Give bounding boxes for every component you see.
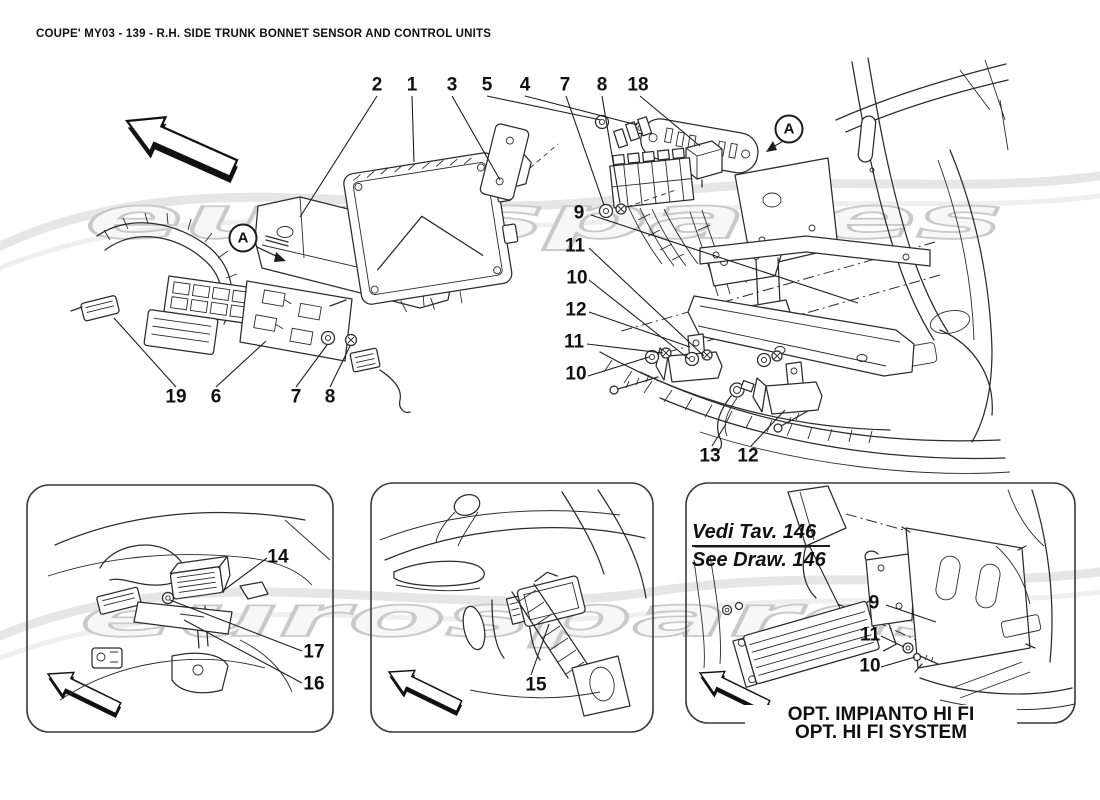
panel1-border	[26, 484, 334, 733]
callout-7[interactable]: 7	[290, 386, 302, 408]
direction-arrow-panel2	[387, 669, 463, 716]
leader-lines	[113, 95, 937, 684]
cross-reference-note: Vedi Tav. 146 See Draw. 146	[692, 521, 831, 571]
view-reference-A: A	[774, 114, 804, 144]
callout-7[interactable]: 7	[559, 74, 571, 96]
bracket-hinge-assembly	[609, 235, 931, 452]
callout-2[interactable]: 2	[371, 74, 383, 96]
view-a-arrow-left	[256, 246, 286, 262]
callout-17[interactable]: 17	[303, 641, 325, 663]
page-title: COUPE' MY03 - 139 - R.H. SIDE TRUNK BONN…	[36, 28, 492, 40]
ecu-assembly	[70, 114, 647, 414]
callout-11[interactable]: 11	[564, 235, 586, 257]
callout-3[interactable]: 3	[446, 74, 458, 96]
panel1-art	[47, 511, 331, 701]
callout-11[interactable]: 11	[859, 624, 881, 646]
callout-15[interactable]: 15	[525, 674, 547, 696]
callout-10[interactable]: 10	[566, 267, 588, 289]
callout-10[interactable]: 10	[859, 655, 881, 677]
callout-8[interactable]: 8	[324, 386, 336, 408]
callout-6[interactable]: 6	[210, 386, 222, 408]
panel3-art	[693, 485, 1076, 710]
direction-arrow-main	[124, 115, 239, 184]
watermark-upper: eurospares	[0, 171, 1100, 271]
callout-19[interactable]: 19	[165, 386, 187, 408]
note-line-italian: Vedi Tav. 146	[692, 521, 831, 547]
callout-16[interactable]: 16	[303, 673, 325, 695]
callout-12[interactable]: 12	[565, 299, 587, 321]
callout-14[interactable]: 14	[267, 546, 289, 568]
callout-5[interactable]: 5	[481, 74, 493, 96]
callout-4[interactable]: 4	[519, 74, 531, 96]
caption-line-english: OPT. HI FI SYSTEM	[794, 722, 968, 743]
callout-10[interactable]: 10	[565, 363, 587, 385]
caption-line-italian: OPT. IMPIANTO HI FI	[787, 704, 975, 725]
panel2-border	[370, 482, 654, 733]
callout-18[interactable]: 18	[627, 74, 649, 96]
watermark-text: eurospares	[85, 184, 1003, 252]
view-reference-A: A	[228, 223, 258, 253]
callout-9[interactable]: 9	[868, 592, 880, 614]
callout-1[interactable]: 1	[406, 74, 418, 96]
note-line-english: See Draw. 146	[692, 549, 826, 571]
callout-12[interactable]: 12	[737, 445, 759, 467]
callout-8[interactable]: 8	[596, 74, 608, 96]
hifi-option-caption: OPT. IMPIANTO HI FI OPT. HI FI SYSTEM	[745, 705, 1017, 743]
callout-13[interactable]: 13	[699, 445, 721, 467]
panel2-art	[379, 489, 647, 717]
callout-11[interactable]: 11	[563, 331, 585, 353]
callout-9[interactable]: 9	[573, 202, 585, 224]
direction-arrow-panel1	[46, 671, 122, 718]
